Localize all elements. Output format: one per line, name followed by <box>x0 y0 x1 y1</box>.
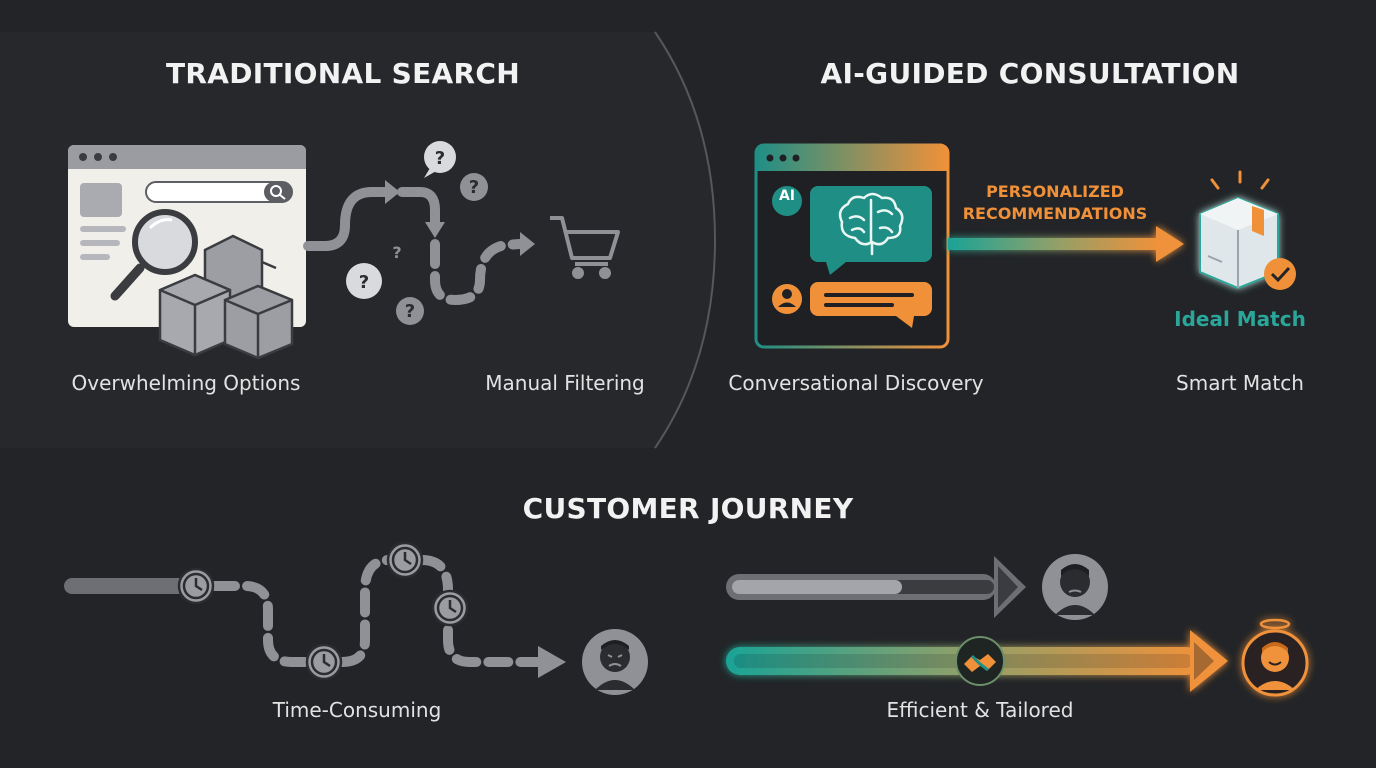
boxes-icon <box>158 234 294 360</box>
clock-icons <box>177 541 469 681</box>
ai-chat-window <box>754 143 950 349</box>
traditional-search-title: TRADITIONAL SEARCH <box>166 57 520 90</box>
winding-path <box>303 187 525 306</box>
slow-journey-path <box>64 555 545 667</box>
svg-text:?: ? <box>359 272 369 293</box>
conversational-discovery-caption: Conversational Discovery <box>728 371 984 395</box>
svg-text:?: ? <box>435 148 445 169</box>
shopping-cart-icon <box>550 216 620 279</box>
manual-filtering-caption: Manual Filtering <box>485 371 645 395</box>
efficient-tailored-caption: Efficient & Tailored <box>886 698 1074 722</box>
recommendation-arrow <box>948 226 1184 262</box>
path-arrowheads <box>385 180 535 256</box>
svg-text:?: ? <box>405 301 415 322</box>
personalized-recommendations-label: PERSONALIZED RECOMMENDATIONS <box>962 182 1148 223</box>
svg-text:?: ? <box>469 177 479 198</box>
ideal-match-label: Ideal Match <box>1174 307 1306 331</box>
frustrated-customer-icon <box>582 629 648 695</box>
brain-icon <box>838 192 904 256</box>
neutral-customer-icon <box>1042 554 1108 620</box>
smart-match-caption: Smart Match <box>1176 371 1304 395</box>
customer-journey-title: CUSTOMER JOURNEY <box>522 492 854 525</box>
slow-journey-arrowhead <box>538 646 566 678</box>
magnifier-icon <box>110 209 198 301</box>
time-consuming-caption: Time-Consuming <box>272 698 442 722</box>
happy-customer-icon <box>1241 618 1309 697</box>
question-mark-icons: ? ? ? ? ? <box>346 141 488 325</box>
ideal-match-box-icon <box>1199 170 1296 290</box>
standard-journey-arrow <box>726 556 1026 618</box>
svg-text:?: ? <box>392 243 401 262</box>
handshake-icon <box>955 636 1005 686</box>
overwhelming-options-caption: Overwhelming Options <box>71 371 301 395</box>
ai-consultation-title: AI-GUIDED CONSULTATION <box>820 57 1240 90</box>
ai-badge: AI <box>778 188 796 204</box>
